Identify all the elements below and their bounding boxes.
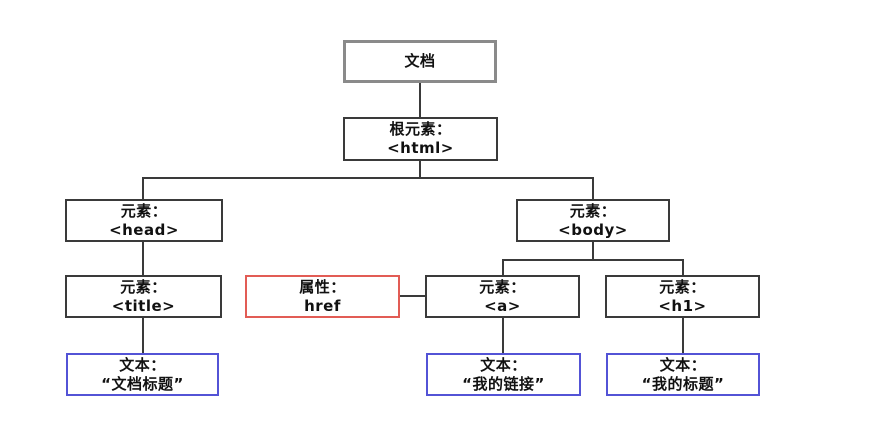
- node-element-h1: 元素： <h1>: [605, 275, 760, 318]
- connector-branch-body: [592, 177, 594, 199]
- node-h1-label: 元素：: [659, 277, 706, 296]
- node-body-tag: <body>: [558, 220, 628, 239]
- node-a-tag: <a>: [484, 296, 521, 315]
- node-text-link-value: “我的链接”: [462, 374, 545, 393]
- node-title-tag: <title>: [111, 296, 176, 315]
- connector-body-branch: [502, 259, 684, 261]
- node-text-link-label: 文本：: [480, 355, 527, 374]
- node-head-tag: <head>: [109, 220, 179, 239]
- node-href-label: 属性：: [299, 277, 346, 296]
- node-href-value: href: [304, 296, 341, 315]
- node-document-label: 文档: [404, 52, 436, 70]
- connector-head-title: [142, 242, 144, 275]
- node-head-label: 元素：: [120, 201, 168, 220]
- connector-html-branch: [142, 177, 594, 179]
- connector-branch-a: [502, 259, 504, 275]
- node-a-label: 元素：: [479, 277, 526, 296]
- node-attribute-href: 属性： href: [245, 275, 400, 318]
- node-text-heading-label: 文本：: [659, 355, 707, 374]
- node-html-tag: <html>: [387, 139, 454, 157]
- node-text-heading-value: “我的标题”: [641, 374, 725, 393]
- node-text-title-label: 文本：: [119, 355, 166, 374]
- connector-branch-h1: [682, 259, 684, 275]
- node-element-head: 元素： <head>: [65, 199, 223, 242]
- node-element-a: 元素： <a>: [425, 275, 580, 318]
- node-text-my-heading: 文本： “我的标题”: [606, 353, 760, 396]
- node-title-label: 元素：: [120, 277, 167, 296]
- connector-h1-text: [682, 318, 684, 353]
- node-h1-tag: <h1>: [658, 296, 707, 315]
- node-root-element-html: 根元素： <html>: [343, 117, 498, 161]
- node-body-label: 元素：: [569, 201, 617, 220]
- connector-href-a: [400, 295, 425, 297]
- node-text-document-title: 文本： “文档标题”: [66, 353, 219, 396]
- node-html-label: 根元素：: [389, 120, 452, 138]
- node-text-my-link: 文本： “我的链接”: [426, 353, 581, 396]
- connector-html-down: [419, 160, 421, 179]
- node-document: 文档: [343, 40, 497, 83]
- node-element-body: 元素： <body>: [516, 199, 670, 242]
- connector-body-down: [592, 242, 594, 261]
- connector-title-text: [142, 318, 144, 353]
- node-text-title-value: “文档标题”: [101, 374, 184, 393]
- node-element-title: 元素： <title>: [65, 275, 222, 318]
- connector-a-text: [502, 318, 504, 353]
- connector-branch-head: [142, 177, 144, 199]
- connector-document-html: [419, 83, 421, 117]
